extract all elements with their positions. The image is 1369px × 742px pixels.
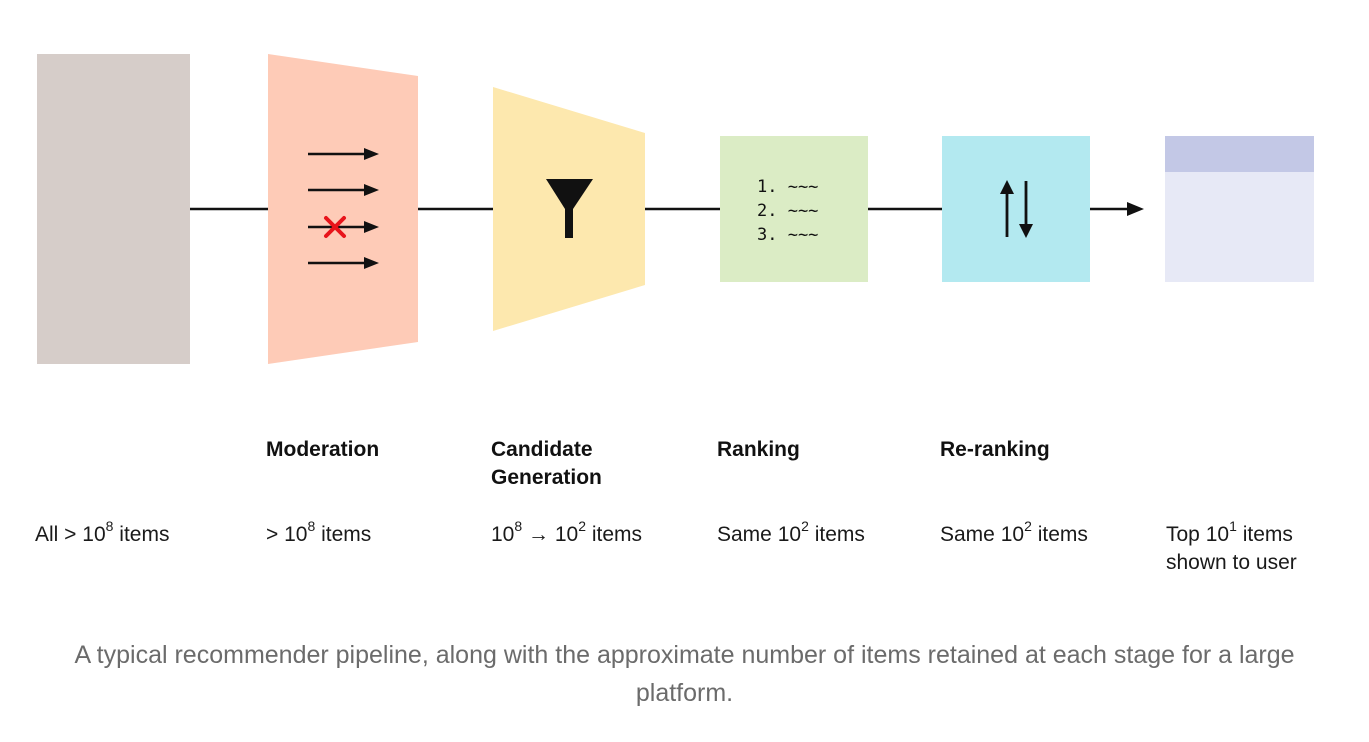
- pipeline-diagram: 1. ~~~ 2. ~~~ 3. ~~~: [37, 54, 1314, 364]
- funnel-icon: [546, 179, 593, 238]
- figure-caption-text: A typical recommender pipeline, along wi…: [74, 641, 1295, 707]
- ranking-block: [720, 136, 868, 282]
- all-items-block: [37, 54, 190, 364]
- figure-caption: A typical recommender pipeline, along wi…: [0, 636, 1369, 712]
- ranking-title: Ranking: [717, 438, 800, 461]
- arrows-with-blocked-x-icon: [308, 148, 379, 269]
- swap-vertical-icon: [1000, 180, 1033, 238]
- candidate-generation-title: Candidate Generation: [491, 436, 691, 492]
- ranking-list-item: 2. ~~~: [757, 201, 818, 221]
- numbered-list-icon: 1. ~~~ 2. ~~~ 3. ~~~: [757, 177, 818, 245]
- output-count-line2: shown to user: [1166, 551, 1297, 574]
- moderation-title: Moderation: [266, 438, 380, 461]
- result-list-icon: [1165, 136, 1314, 282]
- candidate-generation-count: 108 → 102 items: [491, 518, 642, 546]
- output-count: Top 101 items shown to user: [1166, 518, 1356, 577]
- pipeline-end-arrowhead: [1127, 202, 1144, 216]
- reranking-block: [942, 136, 1090, 282]
- reranking-count: Same 102 items: [940, 518, 1088, 546]
- candidate-generation-title-line2: Generation: [491, 466, 602, 489]
- all-items-count: All > 108 items: [35, 518, 170, 546]
- moderation-block: [268, 54, 418, 364]
- ranking-count: Same 102 items: [717, 518, 865, 546]
- output-count-line1: Top 101 items: [1166, 518, 1293, 546]
- ranking-list-item: 1. ~~~: [757, 177, 818, 197]
- moderation-count: > 108 items: [266, 518, 372, 546]
- reranking-title: Re-ranking: [940, 438, 1050, 461]
- candidate-generation-title-line1: Candidate: [491, 438, 593, 461]
- ranking-list-item: 3. ~~~: [757, 225, 818, 245]
